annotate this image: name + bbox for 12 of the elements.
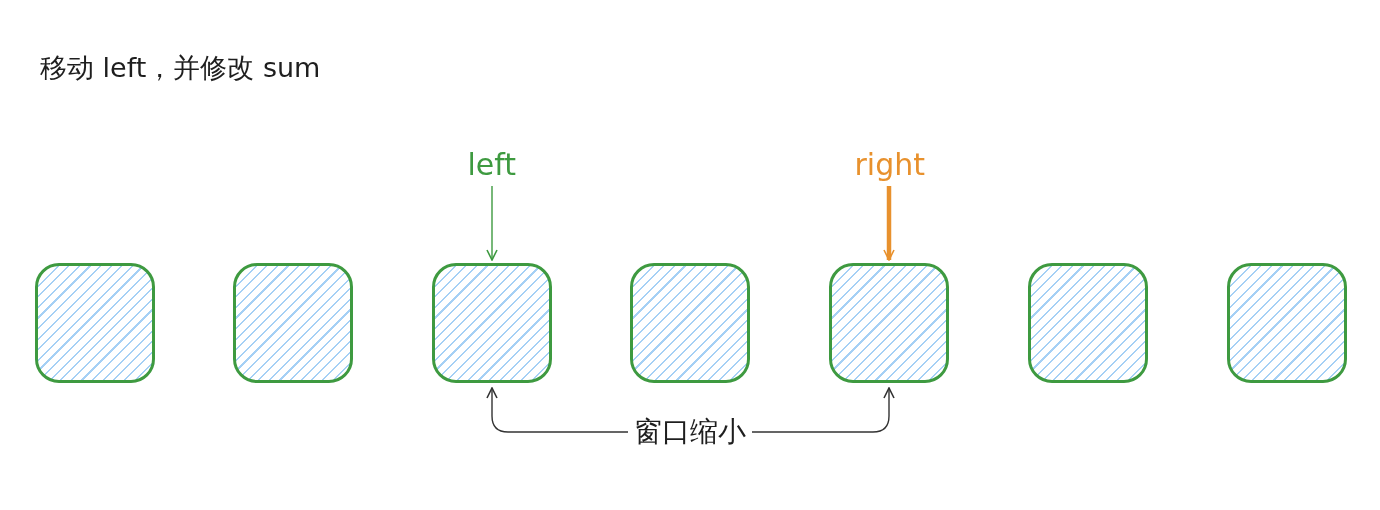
hatched-square <box>432 263 552 383</box>
arrow <box>883 186 895 261</box>
hatched-square <box>630 263 750 383</box>
arrow <box>486 387 629 433</box>
arrow <box>486 185 498 261</box>
hatched-square <box>1227 263 1347 383</box>
arrow <box>751 387 895 433</box>
hatched-square <box>829 263 949 383</box>
hatched-square <box>35 263 155 383</box>
title: 移动 left，并修改 sum <box>40 54 321 81</box>
hatched-square <box>233 263 353 383</box>
hatched-square <box>1028 263 1148 383</box>
